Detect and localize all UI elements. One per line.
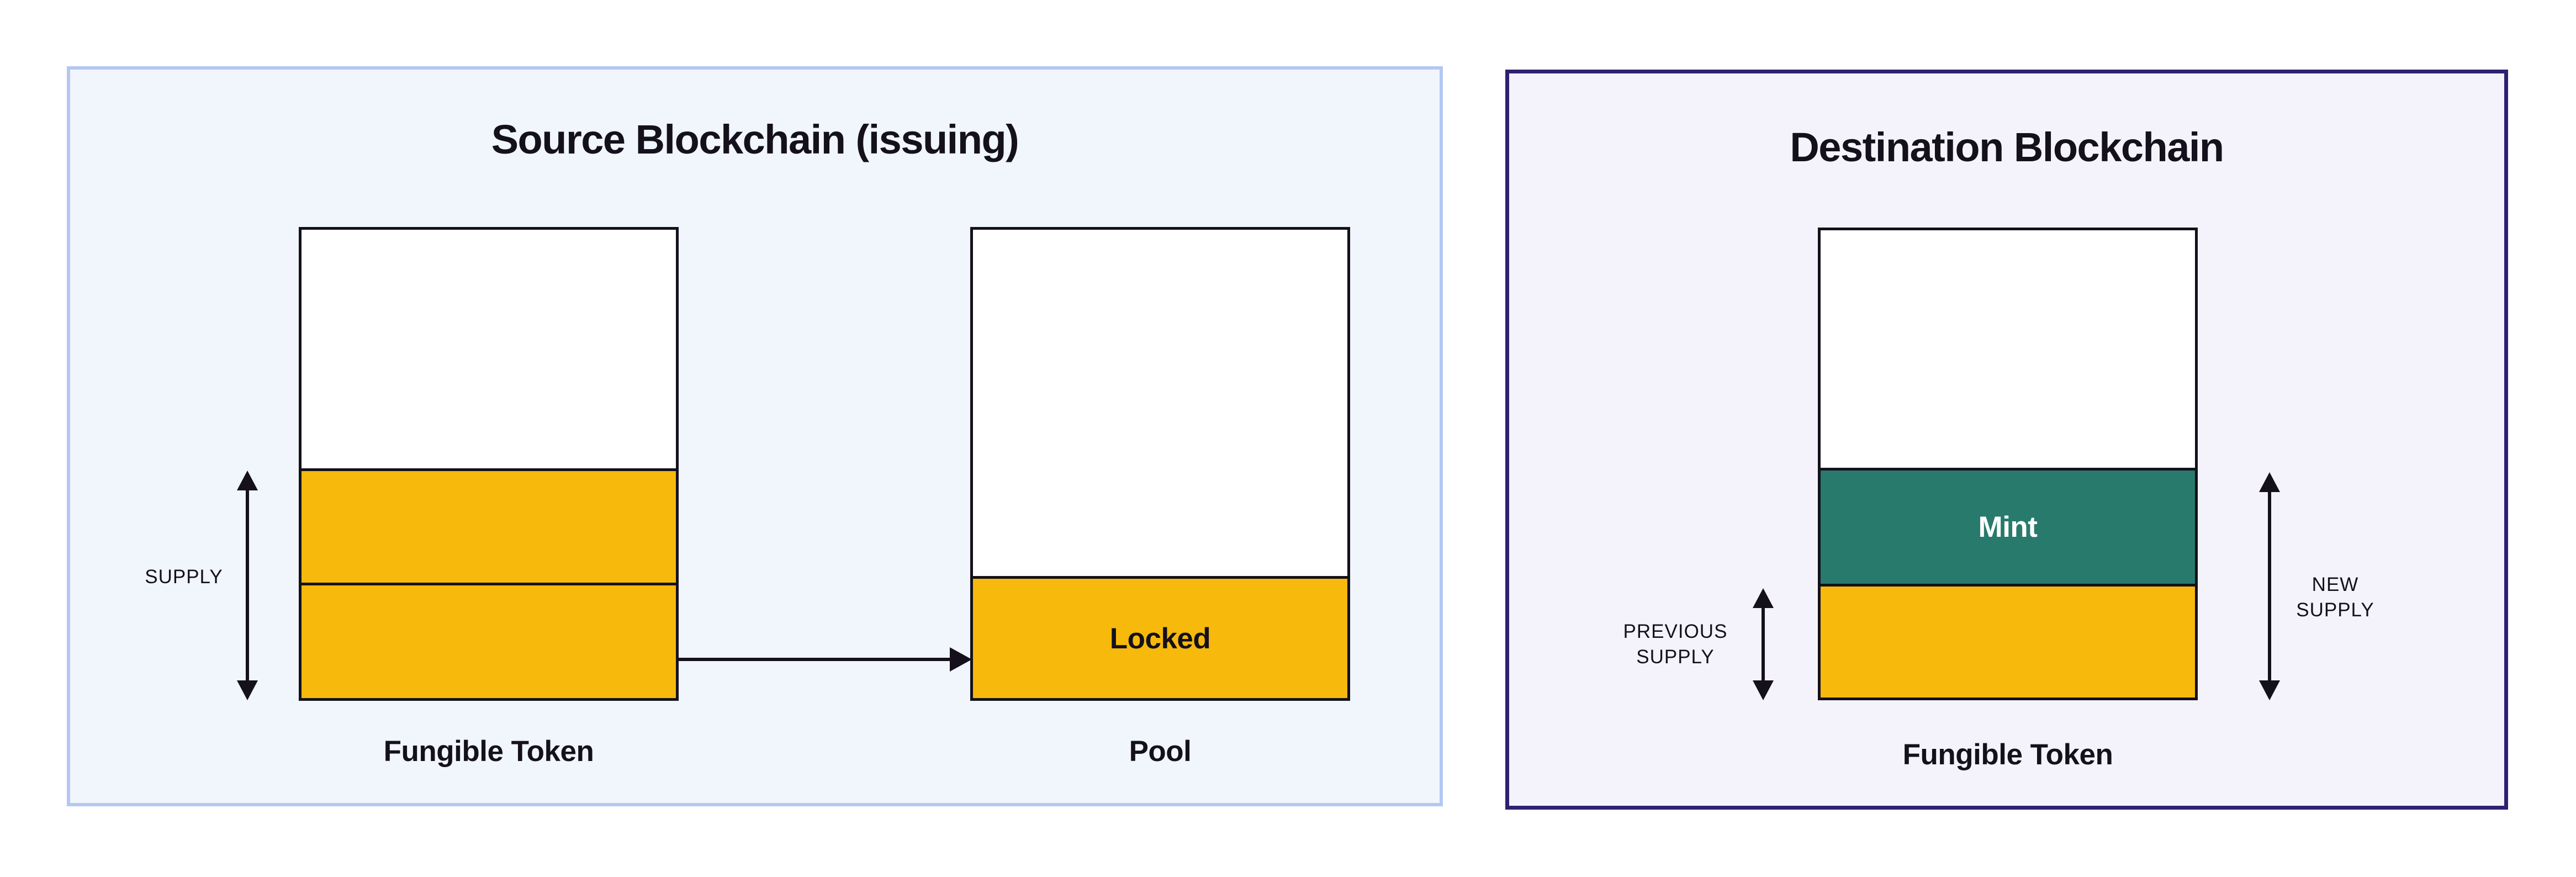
supply-range-arrow-icon: [237, 471, 258, 700]
new-supply-label-line2: SUPPLY: [2296, 599, 2374, 621]
destination-panel-title: Destination Blockchain: [1790, 124, 2224, 170]
arrow-down-icon: [2259, 680, 2280, 700]
source-bar-supply-lower-section: [301, 583, 676, 698]
previous-supply-label-line1: PREVIOUS: [1623, 621, 1728, 642]
source-bar-supply-upper-section: [301, 468, 676, 583]
arrow-line: [2268, 490, 2271, 683]
arrow-up-icon: [2259, 472, 2280, 492]
source-fungible-token-bar-label: Fungible Token: [383, 735, 594, 768]
previous-supply-label: PREVIOUS SUPPLY: [1576, 619, 1775, 670]
new-supply-label-line1: NEW: [2311, 574, 2359, 595]
destination-bar-mint-section: Mint: [1821, 468, 2195, 584]
pool-bar: Locked: [970, 227, 1350, 701]
locked-section-label: Locked: [1109, 622, 1211, 655]
arrow-right-icon: [950, 647, 972, 672]
pool-bar-locked-section: Locked: [973, 576, 1347, 698]
destination-bar-previous-supply-section: [1821, 584, 2195, 698]
arrow-up-icon: [237, 471, 258, 490]
arrow-down-icon: [1753, 680, 1774, 700]
arrow-up-icon: [1753, 588, 1774, 608]
source-fungible-token-bar: [299, 227, 679, 701]
arrow-line: [1762, 606, 1765, 683]
pool-bar-empty-section: [973, 230, 1347, 576]
pool-bar-label: Pool: [1129, 735, 1192, 768]
arrow-down-icon: [237, 680, 258, 700]
destination-fungible-token-bar: Mint: [1818, 228, 2198, 700]
arrow-line: [679, 658, 952, 661]
destination-fungible-token-bar-label: Fungible Token: [1902, 738, 2113, 771]
new-supply-range-arrow-icon: [2259, 472, 2280, 700]
mint-section-label: Mint: [1978, 511, 2038, 543]
previous-supply-range-arrow-icon: [1753, 588, 1774, 700]
lock-transfer-arrow-icon: [679, 646, 972, 673]
source-bar-empty-section: [301, 230, 676, 468]
source-panel-title: Source Blockchain (issuing): [491, 117, 1019, 162]
new-supply-label: NEW SUPPLY: [2236, 572, 2435, 623]
arrow-line: [246, 488, 249, 683]
previous-supply-label-line2: SUPPLY: [1636, 646, 1715, 668]
supply-label: SUPPLY: [145, 566, 223, 588]
destination-bar-empty-section: [1821, 230, 2195, 468]
